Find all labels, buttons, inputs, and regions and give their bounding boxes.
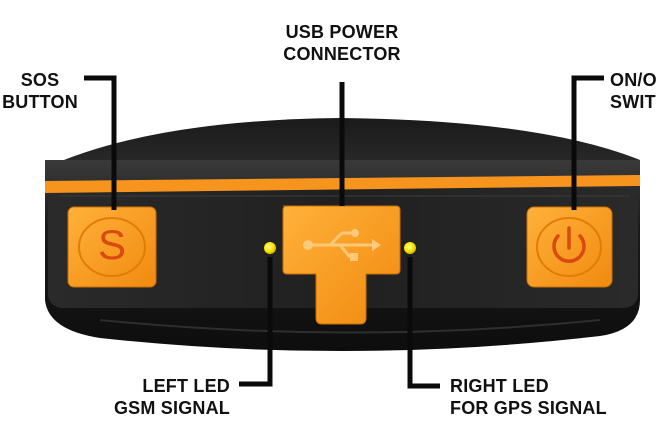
leader-line-left-led bbox=[239, 257, 273, 387]
sos-button-label: SOS BUTTON bbox=[2, 69, 78, 113]
left-led-label: LEFT LED GSM SIGNAL bbox=[90, 375, 230, 419]
power-button[interactable] bbox=[526, 206, 613, 288]
sos-label-line2: BUTTON bbox=[2, 92, 78, 112]
power-label-line2: SWIT bbox=[610, 92, 656, 112]
left-led-label-line2: GSM SIGNAL bbox=[113, 398, 230, 418]
right-led bbox=[404, 242, 416, 254]
power-label-line1: ON/O bbox=[610, 70, 657, 90]
right-led-label: RIGHT LED FOR GPS SIGNAL bbox=[450, 375, 640, 419]
right-led-label-line1: RIGHT LED bbox=[450, 376, 549, 396]
usb-icon bbox=[303, 229, 381, 261]
right-led-label-line2: FOR GPS SIGNAL bbox=[450, 398, 607, 418]
power-switch-label: ON/O SWIT bbox=[610, 69, 662, 113]
usb-connector-label: USB POWER CONNECTOR bbox=[262, 21, 422, 65]
sos-label-line1: SOS bbox=[20, 70, 60, 90]
left-led-label-line1: LEFT LED bbox=[142, 376, 230, 396]
left-led bbox=[264, 242, 276, 254]
power-icon bbox=[552, 226, 586, 263]
leader-line-power bbox=[571, 75, 604, 210]
leader-line-right-led bbox=[407, 257, 440, 389]
sos-button[interactable] bbox=[67, 206, 157, 288]
sos-symbol: S bbox=[97, 221, 126, 268]
usb-connector-cover[interactable] bbox=[282, 205, 401, 325]
usb-label-line1: USB POWER bbox=[285, 22, 399, 42]
leader-line-sos bbox=[84, 75, 117, 210]
usb-label-line2: CONNECTOR bbox=[283, 44, 401, 64]
